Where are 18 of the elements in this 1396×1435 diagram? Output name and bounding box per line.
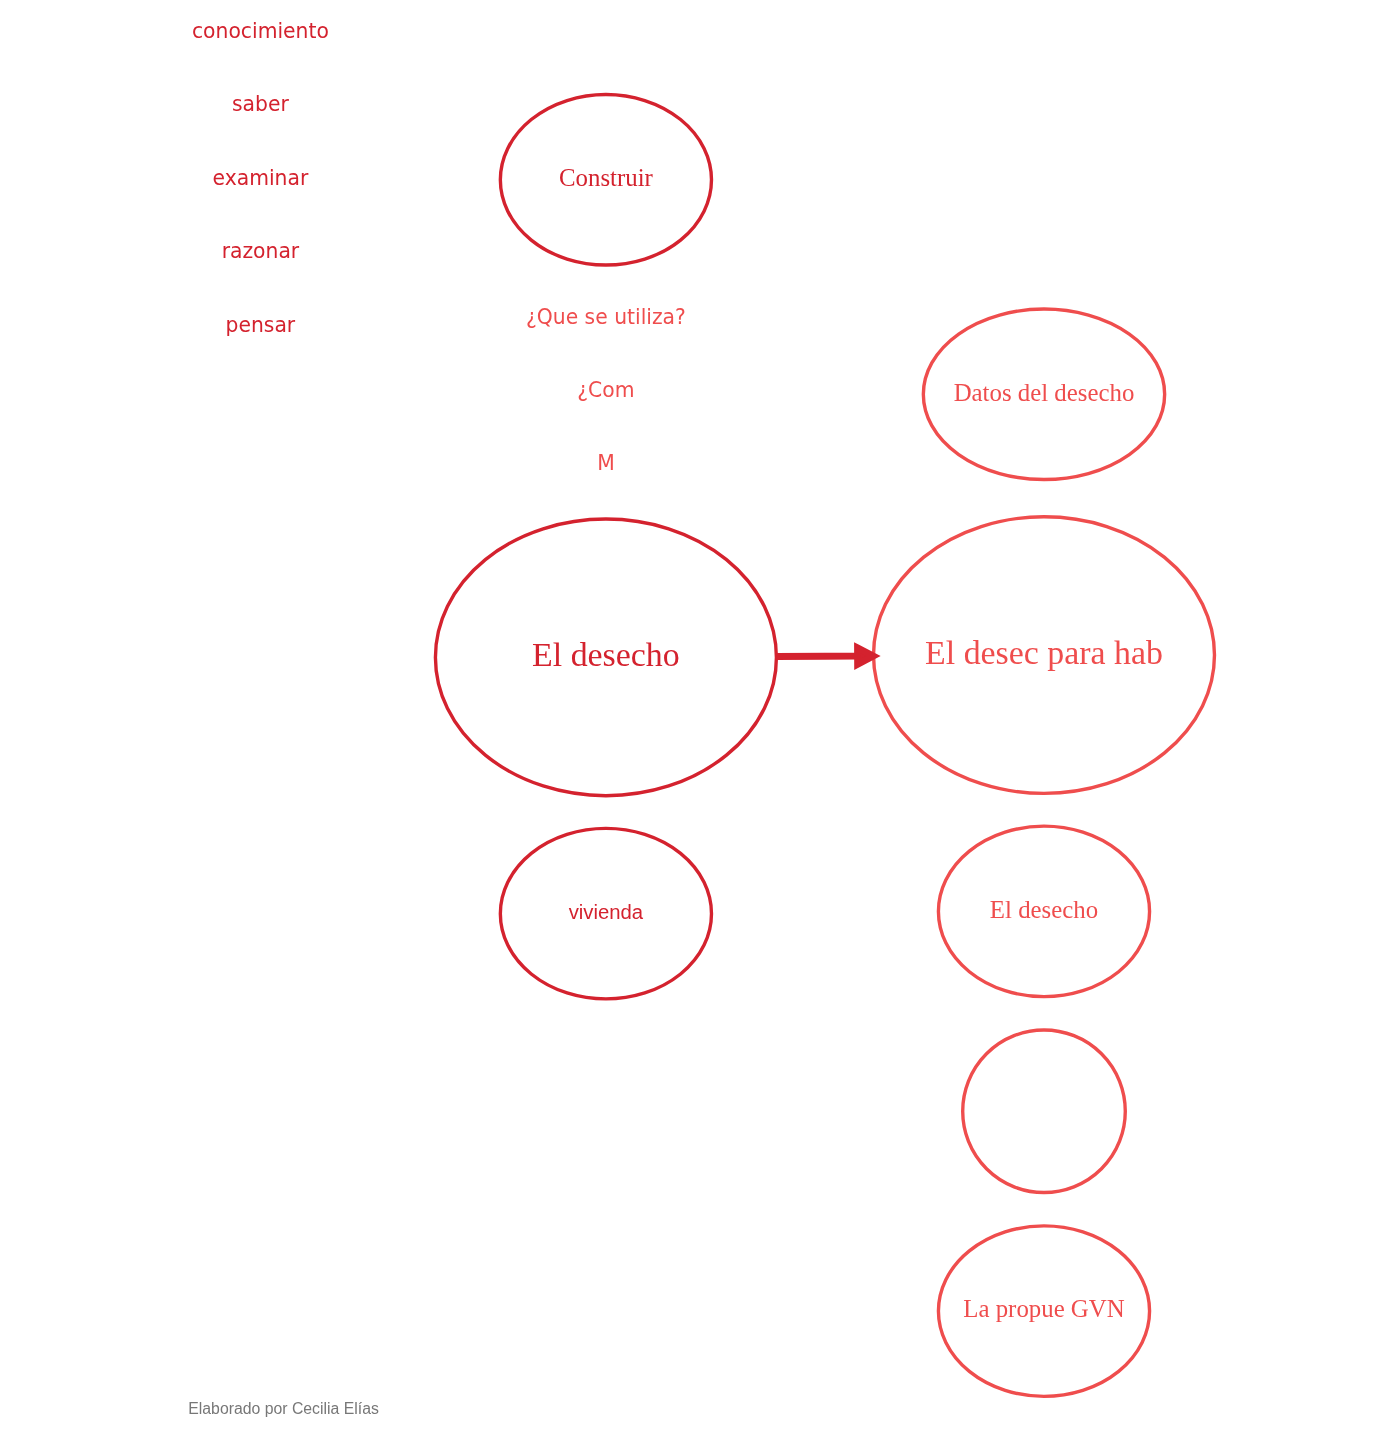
label: conocimiento bbox=[191, 18, 329, 43]
caption: Elaborado por Cecilia Elías bbox=[187, 1399, 379, 1417]
node-ellipse: La propue GVN bbox=[936, 1224, 1151, 1399]
label: saber bbox=[231, 92, 289, 117]
label: razonar bbox=[221, 239, 299, 264]
label: pensar bbox=[225, 312, 295, 337]
label: ¿Que se utiliza? bbox=[525, 304, 686, 329]
label: ¿Com bbox=[576, 378, 635, 403]
node-ellipse: vivienda bbox=[498, 826, 713, 1001]
node-ellipse: Construir bbox=[498, 92, 713, 267]
label: examinar bbox=[212, 165, 308, 190]
node-ellipse: El desecho bbox=[433, 517, 778, 798]
label: M bbox=[596, 451, 615, 476]
node-circle bbox=[960, 1028, 1127, 1195]
arrow bbox=[775, 642, 881, 670]
node-ellipse: Datos del desecho bbox=[921, 307, 1166, 482]
node-ellipse: El desec para hab bbox=[871, 515, 1216, 796]
node-ellipse: El desecho bbox=[936, 824, 1151, 999]
